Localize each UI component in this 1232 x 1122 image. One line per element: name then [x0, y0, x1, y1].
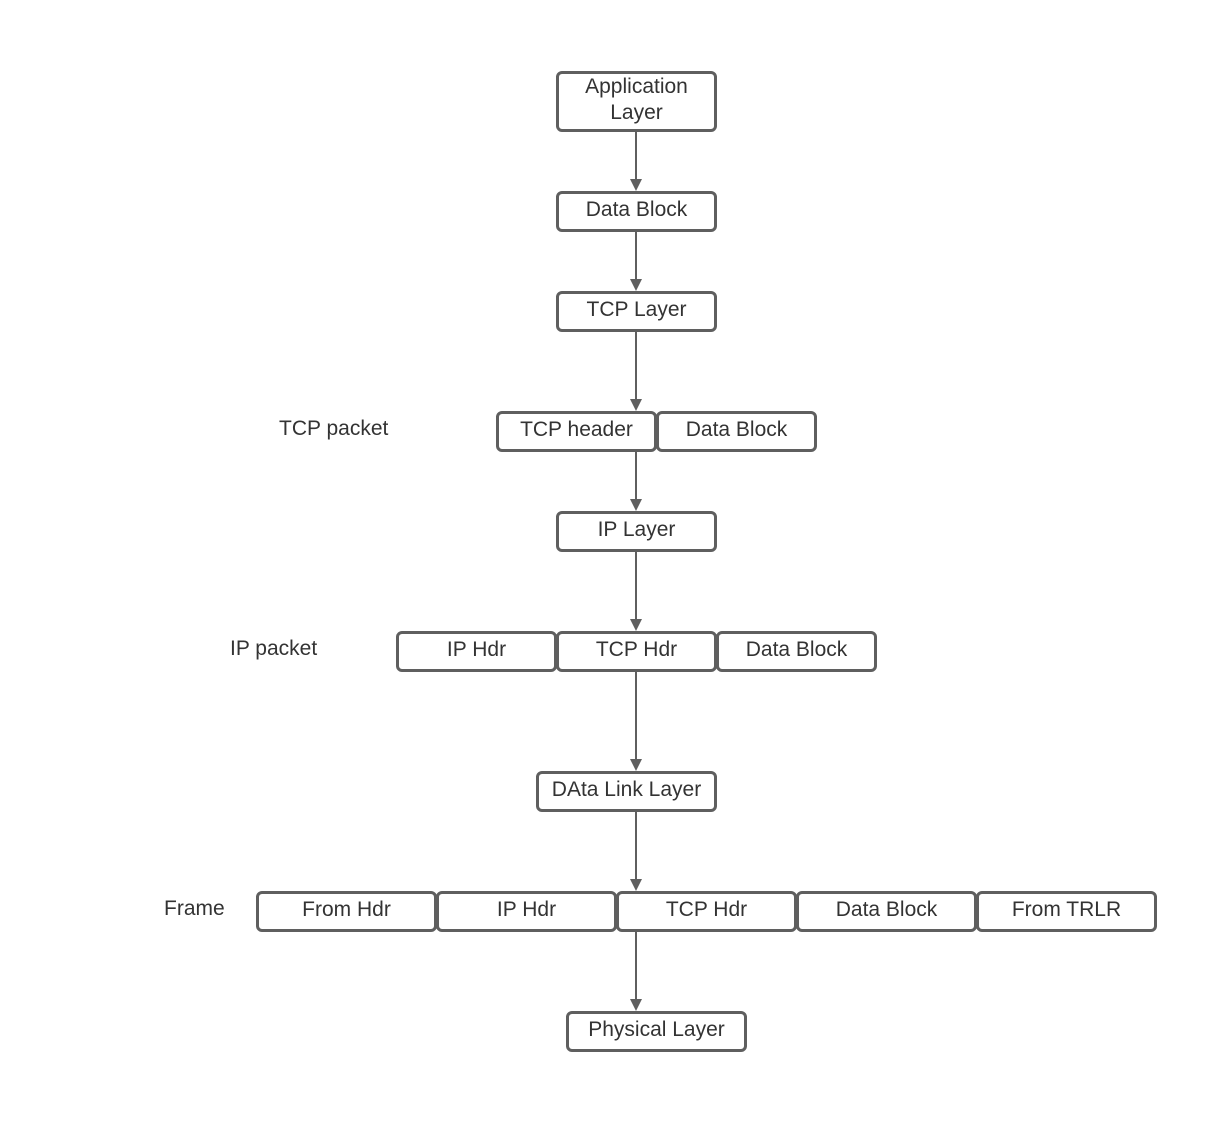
data-link-layer-box: DAta Link Layer — [536, 771, 717, 812]
physical-layer-label: Physical Layer — [588, 1017, 725, 1041]
tcp-packet-label: TCP packet — [279, 417, 389, 440]
ip-packet-label: IP packet — [230, 637, 318, 660]
data-block-box: Data Block — [556, 191, 717, 232]
tcp-layer-box: TCP Layer — [556, 291, 717, 332]
ip-packet-segment-data-block: Data Block — [716, 631, 877, 672]
segment-label: Data Block — [745, 637, 848, 661]
application-layer-box: Application Layer — [556, 71, 717, 132]
frame-segment-ip-hdr: IP Hdr — [436, 891, 617, 932]
ip-packet-segment-ip-hdr: IP Hdr — [396, 631, 557, 672]
application-layer-label: Application Layer — [585, 74, 688, 124]
segment-label: From Hdr — [302, 897, 391, 921]
data-link-layer-label: DAta Link Layer — [551, 777, 702, 801]
tcp-layer-label: TCP Layer — [586, 297, 687, 321]
segment-label: TCP header — [520, 417, 633, 441]
frame-segment-tcp-hdr: TCP Hdr — [616, 891, 797, 932]
frame-segment-from-trlr: From TRLR — [976, 891, 1157, 932]
frame-segment-from-hdr: From Hdr — [256, 891, 437, 932]
data-block-label: Data Block — [585, 197, 688, 221]
segment-label: IP Hdr — [496, 897, 557, 921]
ip-layer-label: IP Layer — [597, 517, 676, 541]
segment-label: From TRLR — [1011, 897, 1122, 921]
segment-label: IP Hdr — [446, 637, 507, 661]
tcp-packet-segment-data-block: Data Block — [656, 411, 817, 452]
segment-label: TCP Hdr — [595, 637, 678, 661]
segment-label: Data Block — [835, 897, 938, 921]
ip-packet-segment-tcp-hdr: TCP Hdr — [556, 631, 717, 672]
ip-layer-box: IP Layer — [556, 511, 717, 552]
tcp-packet-segment-tcp-header: TCP header — [496, 411, 657, 452]
segment-label: Data Block — [685, 417, 788, 441]
frame-segment-data-block: Data Block — [796, 891, 977, 932]
segment-label: TCP Hdr — [665, 897, 748, 921]
frame-label: Frame — [164, 897, 225, 920]
physical-layer-box: Physical Layer — [566, 1011, 747, 1052]
